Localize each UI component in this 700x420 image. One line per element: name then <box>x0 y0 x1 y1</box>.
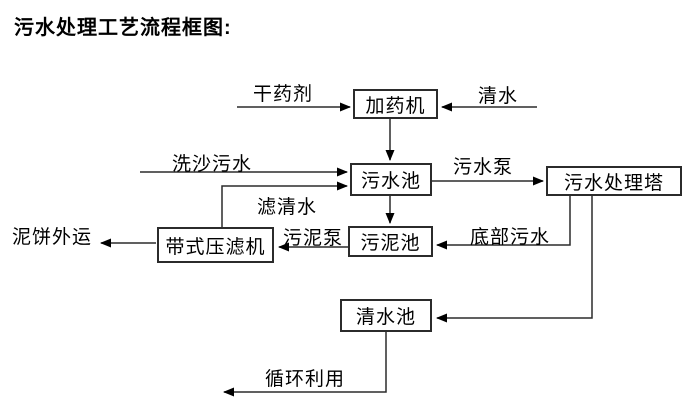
label-dry-chemical: 干药剂 <box>253 84 314 105</box>
label-filtered-water: 滤清水 <box>257 197 318 218</box>
arrow-tower-to-sludge <box>436 196 571 250</box>
label-recycle-use: 循环利用 <box>265 369 346 390</box>
arrow-filtered-water-to-pool <box>221 181 348 227</box>
node-treatment-tower: 污水处理塔 <box>546 166 682 196</box>
diagram-title: 污水处理工艺流程框图: <box>14 17 232 39</box>
node-sewage-pool: 污水池 <box>350 163 432 196</box>
node-dosing-machine: 加药机 <box>353 89 438 119</box>
label-sand-washing-sewage: 洗沙污水 <box>172 154 253 175</box>
label-clean-water: 清水 <box>478 86 519 107</box>
arrow-clean-pool-to-recycle <box>223 332 387 397</box>
label-sewage-pump: 污水泵 <box>453 157 514 178</box>
label-sludge-pump: 污泥泵 <box>283 228 344 249</box>
node-clean-water-pool: 清水池 <box>340 299 432 332</box>
label-bottom-sewage: 底部污水 <box>470 227 551 248</box>
label-mud-cake-out: 泥饼外运 <box>12 227 93 248</box>
node-belt-filter-press: 带式压滤机 <box>157 227 274 263</box>
node-sludge-pool: 污泥池 <box>348 226 433 257</box>
arrow-tower-to-clean-pool <box>436 196 593 323</box>
